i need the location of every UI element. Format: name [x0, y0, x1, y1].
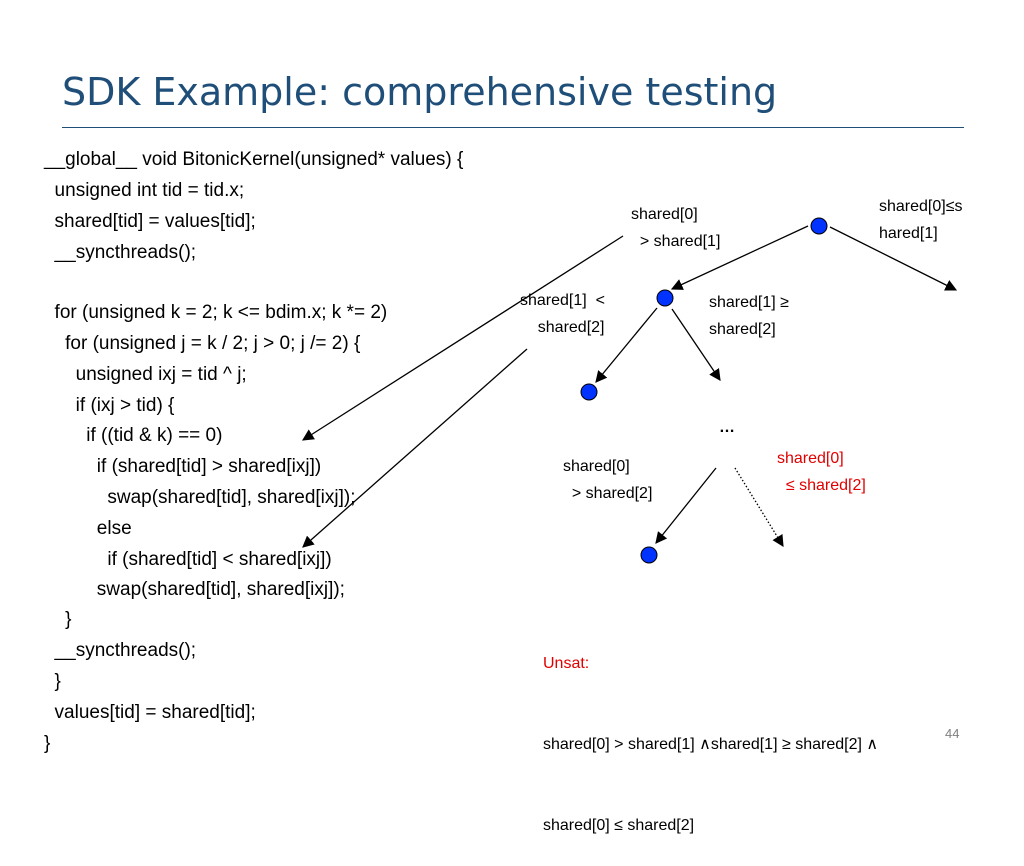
label-low-left: > shared[2]: [563, 485, 653, 502]
label-mid-left: shared[1] <: [520, 292, 605, 309]
code-line: __global__ void BitonicKernel(unsigned* …: [44, 149, 464, 170]
edge-mid-left: [595, 307, 658, 383]
code-line: unsigned ixj = tid ^ j;: [44, 364, 247, 385]
edge-low-left: [655, 467, 717, 544]
label-low-left: shared[0]: [563, 458, 630, 475]
label-root-right: hared[1]: [879, 225, 938, 242]
edge-mid-right: [671, 308, 721, 381]
label-low-right-unsat: shared[0]: [777, 450, 844, 467]
edge-root-left: [670, 225, 809, 290]
unsat-summary: Unsat: shared[0] > shared[1] ∧shared[1] …: [543, 596, 878, 866]
pointer-arrow-to-first-if: [302, 235, 624, 441]
tree-node-mid: [656, 289, 674, 307]
code-line: values[tid] = shared[tid];: [44, 702, 256, 723]
pointer-arrow-to-second-if: [302, 348, 528, 548]
symbolic-execution-tree: [302, 217, 958, 564]
edge-root-right: [829, 226, 958, 291]
label-ellipsis: …: [719, 419, 735, 436]
tree-node-root: [810, 217, 828, 235]
label-root-left: > shared[1]: [631, 233, 721, 250]
label-low-right-unsat: ≤ shared[2]: [777, 477, 866, 494]
code-line: for (unsigned k = 2; k <= bdim.x; k *= 2…: [44, 302, 388, 323]
code-line: }: [44, 733, 51, 754]
edge-low-right-dotted: [734, 467, 784, 547]
code-line: swap(shared[tid], shared[ixj]);: [44, 579, 345, 600]
code-line: swap(shared[tid], shared[ixj]);: [44, 487, 356, 508]
code-line: else: [44, 518, 132, 539]
unsat-constraint-line: shared[0] ≤ shared[2]: [543, 817, 695, 834]
label-mid-left: shared[2]: [520, 319, 605, 336]
unsat-constraint-line: shared[0] > shared[1] ∧shared[1] ≥ share…: [543, 736, 879, 753]
code-line: for (unsigned j = k / 2; j > 0; j /= 2) …: [44, 333, 361, 354]
label-mid-right: shared[2]: [709, 321, 776, 338]
page-number: 44: [945, 726, 960, 741]
label-root-left: shared[0]: [631, 206, 698, 223]
code-line: __syncthreads();: [44, 640, 197, 661]
tree-node-leaf: [640, 546, 658, 564]
code-line: }: [44, 609, 72, 630]
code-line: shared[tid] = values[tid];: [44, 211, 256, 232]
code-line: }: [44, 671, 61, 692]
slide-title: SDK Example: comprehensive testing: [62, 70, 778, 114]
code-line: if (shared[tid] > shared[ixj]): [44, 456, 322, 477]
code-line: unsigned int tid = tid.x;: [44, 180, 245, 201]
code-line: if (ixj > tid) {: [44, 395, 175, 416]
code-line: if (shared[tid] < shared[ixj]): [44, 549, 332, 570]
unsat-heading: Unsat:: [543, 655, 590, 672]
title-underline: [62, 127, 964, 128]
label-mid-right: shared[1] ≥: [709, 294, 789, 311]
code-line: if ((tid & k) == 0): [44, 425, 223, 446]
tree-node-low: [580, 383, 598, 401]
label-root-right: shared[0]≤s: [879, 198, 963, 215]
code-line: __syncthreads();: [44, 242, 197, 263]
